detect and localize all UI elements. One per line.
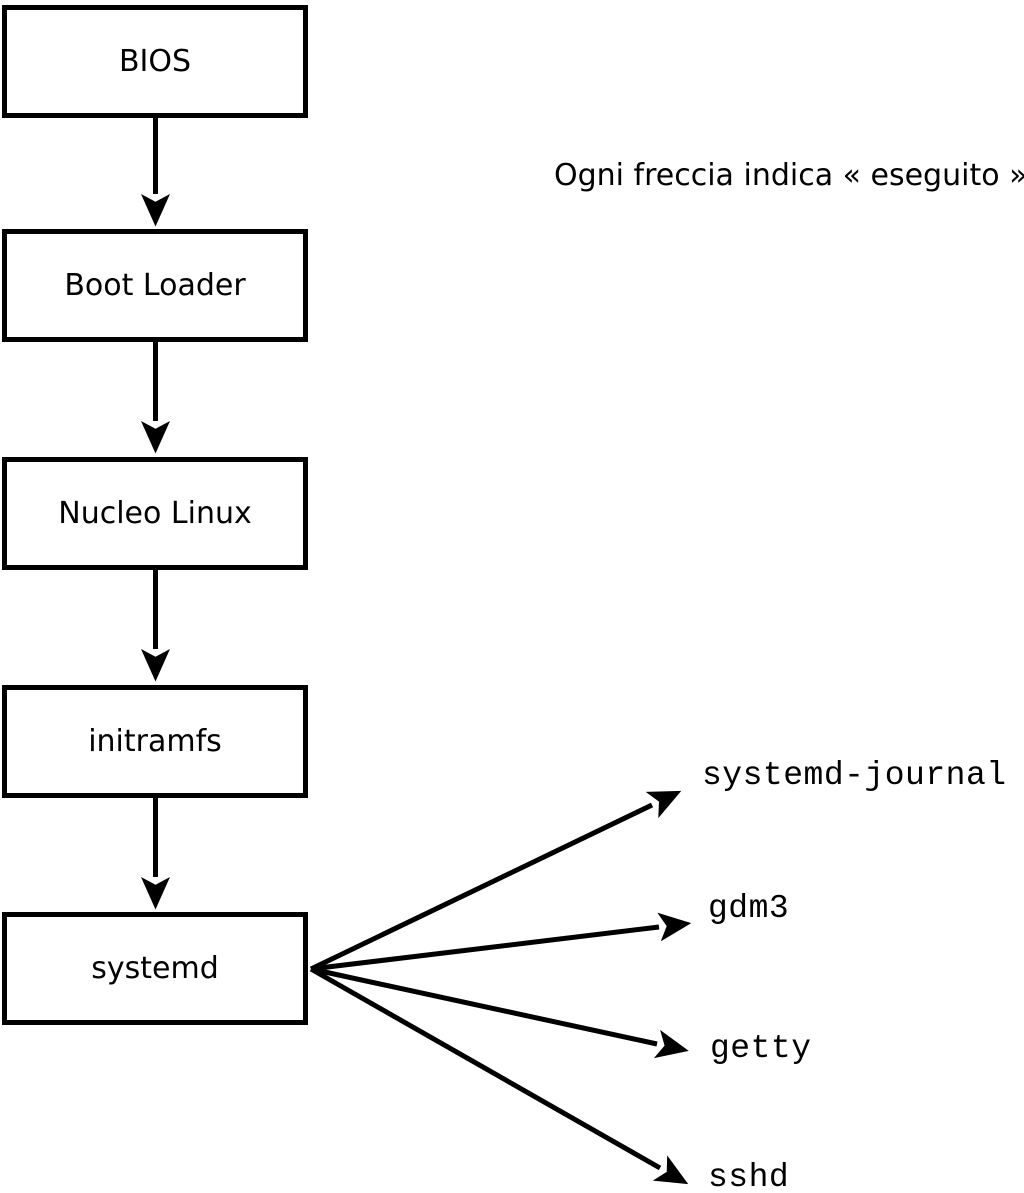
box-initramfs-label: initramfs <box>88 723 222 759</box>
legend-note: Ogni freccia indica « eseguito ». <box>554 158 1024 193</box>
box-bios-label: BIOS <box>118 43 192 79</box>
box-initramfs: initramfs <box>2 685 308 798</box>
label-gdm3: gdm3 <box>708 890 790 927</box>
box-systemd-label: systemd <box>91 950 219 986</box>
label-systemd-journal: systemd-journal <box>702 757 1007 794</box>
arrow-systemd-to-systemd-journal <box>309 790 682 972</box>
box-boot-loader-label: Boot Loader <box>64 267 246 303</box>
label-sshd: sshd <box>708 1159 790 1193</box>
box-boot-loader: Boot Loader <box>2 229 308 342</box>
arrow-systemd-to-sshd <box>309 966 689 1185</box>
arrow-systemd-to-gdm3 <box>310 912 692 972</box>
box-linux-kernel-label: Nucleo Linux <box>58 495 252 531</box>
label-getty: getty <box>710 1030 812 1067</box>
box-bios: BIOS <box>2 5 308 118</box>
box-systemd: systemd <box>2 912 308 1025</box>
arrow-systemd-to-getty <box>310 966 689 1059</box>
box-linux-kernel: Nucleo Linux <box>2 457 308 570</box>
